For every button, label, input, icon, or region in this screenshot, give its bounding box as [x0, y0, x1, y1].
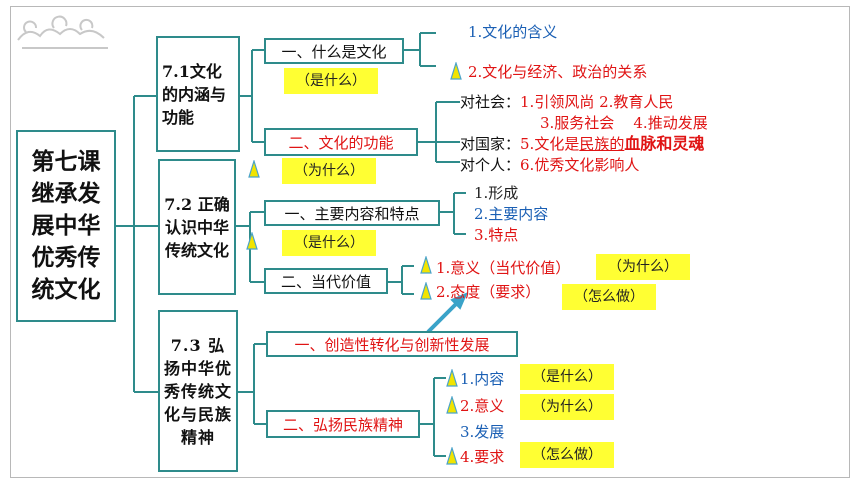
leaf-requirements: 4.要求: [460, 448, 505, 466]
leaf-development: 3.发展: [460, 423, 505, 441]
tag-what: （是什么）: [282, 230, 376, 256]
main-title: 第七课 继承发展中华优秀传统文化: [31, 148, 101, 303]
section-7-1-title: 7.1文化的内涵与功能: [162, 61, 227, 127]
section-7-3-title: 7.3 弘扬中华优秀传统文化与民族精神: [164, 335, 233, 447]
leaf-main-content: 2.主要内容: [474, 205, 549, 223]
section-7-3-box: 7.3 弘扬中华优秀传统文化与民族精神: [158, 310, 238, 472]
leaf-features: 3.特点: [474, 226, 519, 244]
topic-label: 二、当代价值: [280, 272, 371, 291]
triangle-marker-icon: [446, 396, 458, 414]
topic-label: 一、什么是文化: [281, 42, 387, 61]
triangle-marker-icon: [446, 447, 458, 465]
tag-what: （是什么）: [520, 364, 614, 390]
leaf-attitude: 2.态度（要求）: [436, 283, 541, 301]
group-individual: 对个人：6.优秀文化影响人: [460, 156, 640, 174]
topic-label: 一、主要内容和特点: [284, 204, 420, 223]
topic-national-spirit: 二、弘扬民族精神: [266, 410, 420, 438]
section-7-2-box: 7.2 正确认识中华传统文化: [158, 159, 236, 295]
topic-label: 二、弘扬民族精神: [282, 415, 403, 434]
tag-what: （是什么）: [284, 68, 378, 94]
leaf-culture-relations: 2.文化与经济、政治的关系: [468, 63, 648, 81]
tag-why: （为什么）: [282, 158, 376, 184]
triangle-marker-icon: [446, 369, 458, 387]
group-society-line2: 3.服务社会 4.推动发展: [540, 114, 708, 132]
triangle-marker-icon: [420, 282, 432, 300]
group-society: 对社会：1.引领风尚 2.教育人民: [460, 93, 674, 111]
topic-contemporary-value: 二、当代价值: [264, 268, 388, 294]
triangle-marker-icon: [248, 160, 260, 178]
triangle-marker-icon: [246, 232, 258, 250]
cloud-ornament-icon: [17, 15, 108, 49]
leaf-culture-meaning: 1.文化的含义: [468, 23, 558, 41]
main-title-box: 第七课 继承发展中华优秀传统文化: [16, 130, 116, 322]
leaf-content: 1.内容: [460, 370, 505, 388]
group-nation: 对国家：5.文化是民族的血脉和灵魂: [460, 134, 705, 153]
triangle-marker-icon: [420, 256, 432, 274]
leaf-significance: 1.意义（当代价值）: [436, 259, 571, 277]
tag-how: （怎么做）: [520, 442, 614, 468]
topic-label: 一、创造性转化与创新性发展: [294, 335, 490, 354]
section-7-1-box: 7.1文化的内涵与功能: [156, 36, 240, 152]
section-7-2-title: 7.2 正确认识中华传统文化: [164, 194, 230, 260]
slide-frame: [10, 6, 850, 478]
topic-creative-transformation: 一、创造性转化与创新性发展: [266, 331, 518, 357]
arrow-up-right-icon: [426, 292, 468, 334]
tag-why: （为什么）: [520, 394, 614, 420]
topic-culture-function: 二、文化的功能: [264, 128, 418, 156]
topic-what-is-culture: 一、什么是文化: [264, 38, 404, 64]
leaf-formation: 1.形成: [474, 184, 519, 202]
tag-how: （怎么做）: [562, 284, 656, 310]
tag-why: （为什么）: [596, 254, 690, 280]
topic-content-features: 一、主要内容和特点: [264, 200, 440, 226]
triangle-marker-icon: [450, 62, 462, 80]
topic-label: 二、文化的功能: [288, 133, 394, 152]
leaf-meaning: 2.意义: [460, 397, 505, 415]
